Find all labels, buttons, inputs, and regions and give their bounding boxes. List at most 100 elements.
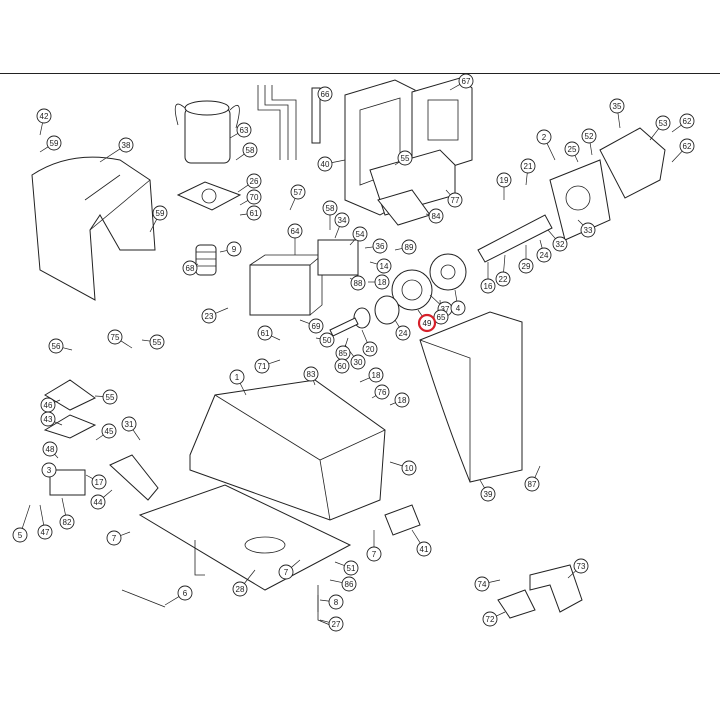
- callout-24[interactable]: 24: [536, 247, 552, 263]
- callout-43[interactable]: 43: [40, 411, 56, 427]
- callout-26[interactable]: 26: [246, 173, 262, 189]
- callout-7[interactable]: 7: [278, 564, 294, 580]
- callout-59[interactable]: 59: [46, 135, 62, 151]
- callout-86[interactable]: 86: [341, 576, 357, 592]
- callout-17[interactable]: 17: [91, 474, 107, 490]
- callout-8[interactable]: 8: [328, 594, 344, 610]
- callout-76[interactable]: 76: [374, 384, 390, 400]
- callout-46[interactable]: 46: [40, 397, 56, 413]
- callout-23[interactable]: 23: [201, 308, 217, 324]
- callout-6[interactable]: 6: [177, 585, 193, 601]
- callout-18[interactable]: 18: [394, 392, 410, 408]
- leader-line-87: [534, 465, 541, 478]
- callout-62[interactable]: 62: [679, 113, 695, 129]
- callout-19[interactable]: 19: [496, 172, 512, 188]
- callout-41[interactable]: 41: [416, 541, 432, 557]
- callout-69[interactable]: 69: [308, 318, 324, 334]
- callout-4[interactable]: 4: [450, 300, 466, 316]
- callout-73[interactable]: 73: [573, 558, 589, 574]
- callout-62[interactable]: 62: [679, 138, 695, 154]
- callout-89[interactable]: 89: [401, 239, 417, 255]
- callout-3[interactable]: 3: [41, 462, 57, 478]
- callout-61[interactable]: 61: [246, 205, 262, 221]
- callout-38[interactable]: 38: [118, 137, 134, 153]
- callout-35[interactable]: 35: [609, 98, 625, 114]
- callout-88[interactable]: 88: [350, 275, 366, 291]
- callout-64[interactable]: 64: [287, 223, 303, 239]
- callout-83[interactable]: 83: [303, 366, 319, 382]
- callout-39[interactable]: 39: [480, 486, 496, 502]
- callout-circle: [374, 384, 390, 400]
- callout-36[interactable]: 36: [372, 238, 388, 254]
- callout-18[interactable]: 18: [368, 367, 384, 383]
- callout-71[interactable]: 71: [254, 358, 270, 374]
- callout-number: 32: [556, 240, 565, 249]
- callout-65[interactable]: 65: [433, 309, 449, 325]
- callout-9[interactable]: 9: [226, 241, 242, 257]
- callout-55[interactable]: 55: [397, 150, 413, 166]
- callout-68[interactable]: 68: [182, 260, 198, 276]
- callout-31[interactable]: 31: [121, 416, 137, 432]
- callout-47[interactable]: 47: [37, 524, 53, 540]
- callout-25[interactable]: 25: [564, 141, 580, 157]
- callout-44[interactable]: 44: [90, 494, 106, 510]
- callout-58[interactable]: 58: [242, 142, 258, 158]
- callout-42[interactable]: 42: [36, 108, 52, 124]
- callout-number: 89: [405, 243, 414, 252]
- callout-75[interactable]: 75: [107, 329, 123, 345]
- callout-circle: [107, 329, 123, 345]
- callout-85[interactable]: 85: [335, 345, 351, 361]
- callout-72[interactable]: 72: [482, 611, 498, 627]
- callout-7[interactable]: 7: [366, 546, 382, 562]
- callout-87[interactable]: 87: [524, 476, 540, 492]
- callout-66[interactable]: 66: [317, 86, 333, 102]
- callout-5[interactable]: 5: [12, 527, 28, 543]
- callout-34[interactable]: 34: [334, 212, 350, 228]
- callout-55[interactable]: 55: [149, 334, 165, 350]
- callout-52[interactable]: 52: [581, 128, 597, 144]
- callout-54[interactable]: 54: [352, 226, 368, 242]
- highlighted-callout-49[interactable]: 49: [417, 313, 437, 333]
- callout-18[interactable]: 18: [374, 274, 390, 290]
- callout-16[interactable]: 16: [480, 278, 496, 294]
- callout-circle: [495, 271, 511, 287]
- callout-67[interactable]: 67: [458, 73, 474, 89]
- callout-29[interactable]: 29: [518, 258, 534, 274]
- callout-57[interactable]: 57: [290, 184, 306, 200]
- callout-70[interactable]: 70: [246, 189, 262, 205]
- callout-63[interactable]: 63: [236, 122, 252, 138]
- callout-33[interactable]: 33: [580, 222, 596, 238]
- callout-82[interactable]: 82: [59, 514, 75, 530]
- callout-10[interactable]: 10: [401, 460, 417, 476]
- callout-60[interactable]: 60: [334, 358, 350, 374]
- callout-48[interactable]: 48: [42, 441, 58, 457]
- callout-61[interactable]: 61: [257, 325, 273, 341]
- callout-45[interactable]: 45: [101, 423, 117, 439]
- callout-22[interactable]: 22: [495, 271, 511, 287]
- callout-50[interactable]: 50: [319, 332, 335, 348]
- callout-32[interactable]: 32: [552, 236, 568, 252]
- callout-21[interactable]: 21: [520, 158, 536, 174]
- cover-38: [31, 156, 156, 301]
- callout-30[interactable]: 30: [350, 354, 366, 370]
- callout-1[interactable]: 1: [229, 369, 245, 385]
- callout-84[interactable]: 84: [428, 208, 444, 224]
- callout-20[interactable]: 20: [362, 341, 378, 357]
- callout-14[interactable]: 14: [376, 258, 392, 274]
- leader-line-32: [547, 229, 556, 239]
- callout-59[interactable]: 59: [152, 205, 168, 221]
- callout-77[interactable]: 77: [447, 192, 463, 208]
- leader-line-31: [132, 429, 141, 441]
- callout-56[interactable]: 56: [48, 338, 64, 354]
- callout-28[interactable]: 28: [232, 581, 248, 597]
- callout-58[interactable]: 58: [322, 200, 338, 216]
- callout-53[interactable]: 53: [655, 115, 671, 131]
- callout-74[interactable]: 74: [474, 576, 490, 592]
- callout-40[interactable]: 40: [317, 156, 333, 172]
- callout-27[interactable]: 27: [328, 616, 344, 632]
- callout-24[interactable]: 24: [395, 325, 411, 341]
- callout-55[interactable]: 55: [102, 389, 118, 405]
- callout-51[interactable]: 51: [343, 560, 359, 576]
- callout-2[interactable]: 2: [536, 129, 552, 145]
- callout-7[interactable]: 7: [106, 530, 122, 546]
